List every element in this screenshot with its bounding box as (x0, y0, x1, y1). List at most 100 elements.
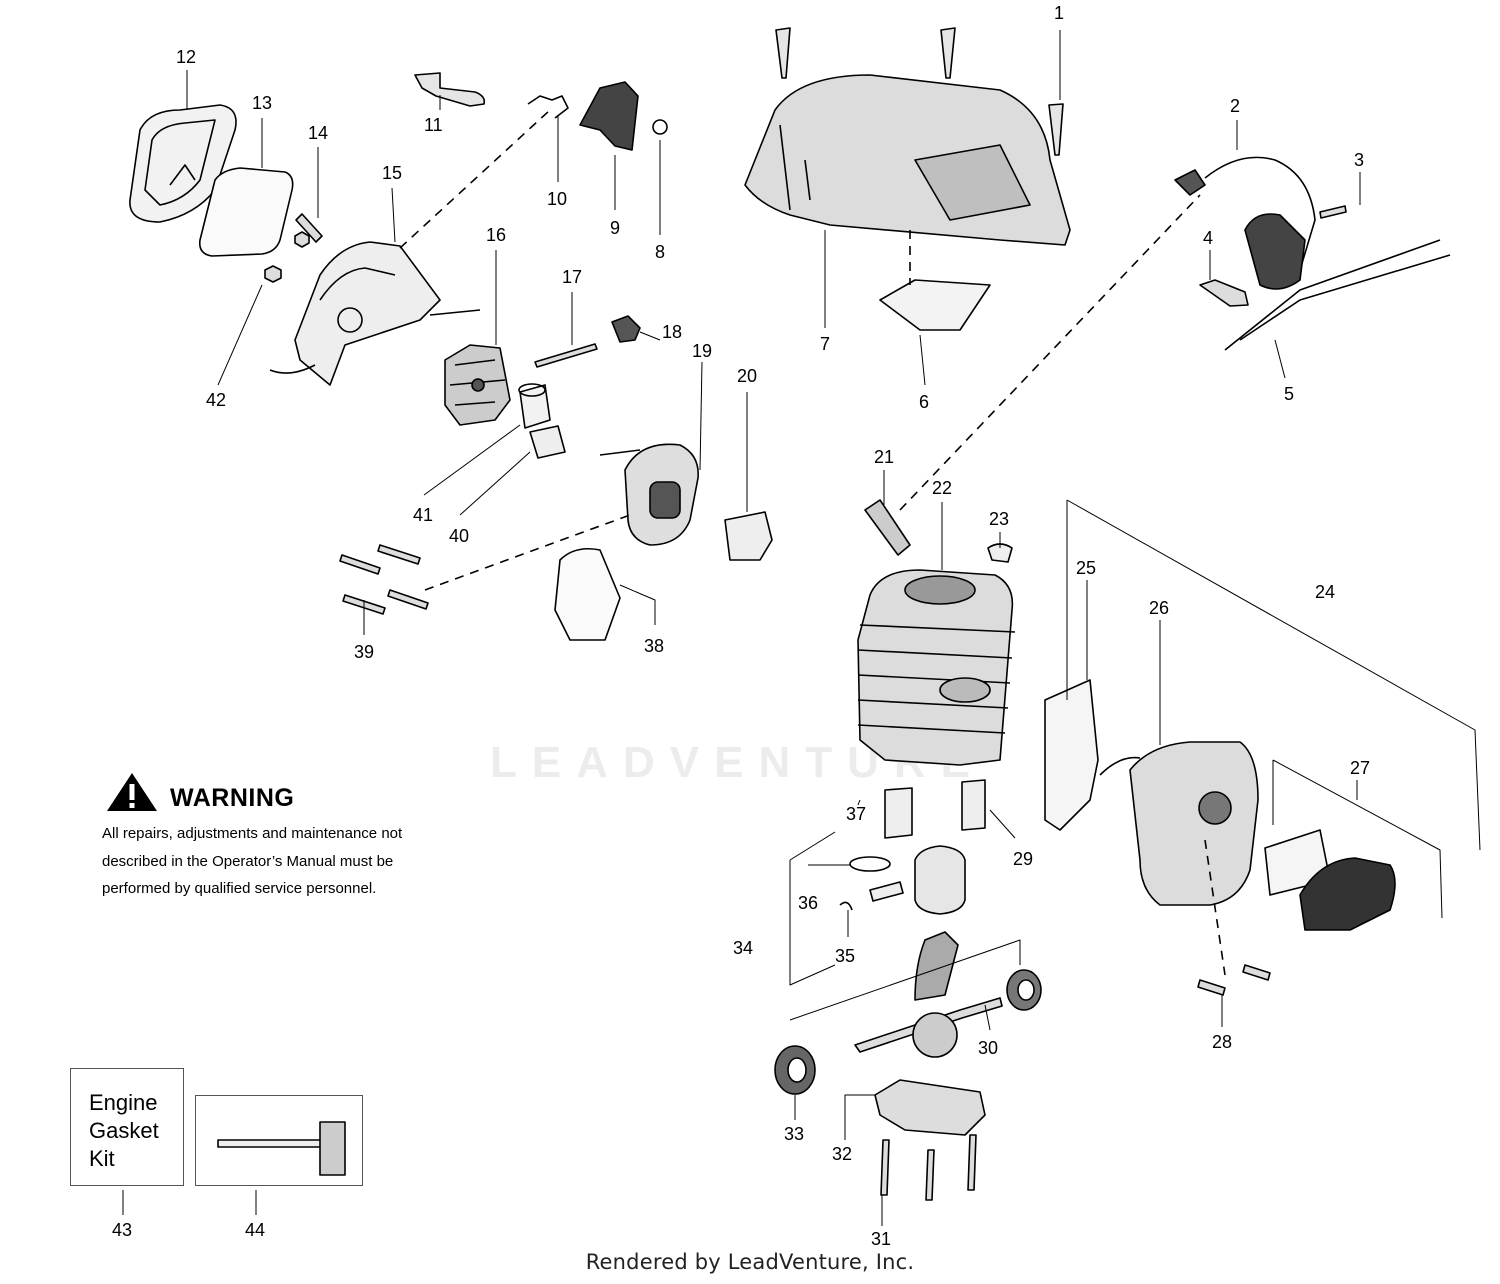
callout-42: 42 (206, 390, 226, 410)
callout-39: 39 (354, 642, 374, 662)
callout-20: 20 (737, 366, 757, 386)
callout-33: 33 (784, 1124, 804, 1144)
callout-43: 43 (112, 1220, 132, 1240)
nut-part-42b (294, 231, 310, 248)
callout-18: 18 (662, 322, 682, 342)
bracket-part-4 (1199, 279, 1249, 307)
carburetor-part-16 (444, 344, 511, 426)
callout-31: 31 (871, 1229, 891, 1249)
lever-part-11 (414, 72, 486, 107)
bearing-part-33 (774, 1045, 816, 1095)
warning-triangle-icon (107, 773, 157, 811)
callout-30: 30 (978, 1038, 998, 1058)
callout-37: 37 (846, 804, 866, 824)
callout-27: 27 (1350, 758, 1370, 778)
callout-34: 34 (733, 938, 753, 958)
callout-36: 36 (798, 893, 818, 913)
filter-plate-part-6 (879, 279, 991, 331)
spark-plug-part-21 (864, 499, 911, 556)
callout-2: 2 (1230, 96, 1240, 116)
footer-credit: Rendered by LeadVenture, Inc. (585, 1250, 915, 1274)
callout-12: 12 (176, 47, 196, 67)
callout-22: 22 (932, 478, 952, 498)
strip-part-37 (884, 787, 913, 839)
leader-lines (122, 30, 1481, 1226)
callout-4: 4 (1203, 228, 1213, 248)
connector-part-18 (611, 315, 641, 343)
callout-1: 1 (1054, 3, 1064, 23)
engine-gasket-kit-box: Engine Gasket Kit (70, 1068, 184, 1186)
cover-bolts-part-1 (775, 27, 1064, 156)
callout-35: 35 (835, 946, 855, 966)
muffler-part-26 (1099, 741, 1259, 906)
piston (914, 845, 966, 915)
callout-8: 8 (655, 242, 665, 262)
callout-9: 9 (610, 218, 620, 238)
callout-25: 25 (1076, 558, 1096, 578)
clip-part-8 (652, 119, 668, 135)
ring-gasket-part-38 (554, 547, 621, 641)
kit-line-1: Engine (89, 1090, 158, 1115)
callout-40: 40 (449, 526, 469, 546)
cover-plate-part-27 (1299, 857, 1396, 931)
callout-13: 13 (252, 93, 272, 113)
callout-21: 21 (874, 447, 894, 467)
callout-29: 29 (1013, 849, 1033, 869)
callout-10: 10 (547, 189, 567, 209)
clip-part-35 (839, 901, 853, 911)
intake-manifold-part-19 (599, 443, 699, 546)
warning-line-2: described in the Operator’s Manual must … (102, 852, 394, 870)
callout-3: 3 (1354, 150, 1364, 170)
air-filter-cover-part-12 (129, 104, 237, 223)
callout-11: 11 (424, 115, 443, 135)
callout-19: 19 (692, 341, 712, 361)
crankshaft-part-30 (854, 931, 1003, 1058)
piston-pin (869, 881, 904, 902)
callout-15: 15 (382, 163, 402, 183)
callout-5: 5 (1284, 384, 1294, 404)
callout-6: 6 (919, 392, 929, 412)
callout-44: 44 (245, 1220, 265, 1240)
callout-32: 32 (832, 1144, 852, 1164)
strip-part-29 (961, 779, 986, 831)
wire-harness-part-5 (1224, 239, 1451, 351)
ignition-coil-part-2 (1174, 156, 1316, 290)
air-filter-part-13 (198, 167, 294, 257)
choke-part-9 (579, 81, 639, 151)
warning-line-1: All repairs, adjustments and maintenance… (102, 825, 403, 842)
screw-part-3 (1319, 205, 1347, 219)
ring-part-36 (849, 856, 891, 872)
rod-part-17 (534, 343, 598, 368)
callout-7: 7 (820, 334, 830, 354)
callout-41: 41 (413, 505, 433, 525)
callout-24: 24 (1315, 582, 1335, 602)
bolts-part-39 (339, 544, 429, 615)
part-number-callouts: 1 2 3 4 5 6 7 8 9 10 11 12 13 14 15 16 1… (112, 3, 1370, 1249)
scrench-tool-part-44 (217, 1121, 346, 1176)
kit-line-3: Kit (89, 1146, 115, 1171)
callout-26: 26 (1149, 598, 1169, 618)
intake-base-part-15 (269, 241, 481, 386)
callout-38: 38 (644, 636, 664, 656)
bearing-right (1006, 969, 1042, 1011)
dashed-guides (399, 109, 1226, 976)
link-part-10 (527, 95, 569, 119)
spacer-part-41 (518, 383, 551, 429)
gasket-part-40 (529, 425, 566, 459)
bolts-part-31 (880, 1134, 977, 1201)
callout-16: 16 (486, 225, 506, 245)
callout-28: 28 (1212, 1032, 1232, 1052)
callout-17: 17 (562, 267, 582, 287)
muffler-gasket-part-25 (1044, 679, 1099, 831)
top-cover-part-7 (744, 74, 1071, 246)
warning-line-3: performed by qualified service personnel… (102, 880, 377, 897)
warning-title: WARNING (170, 784, 295, 812)
tool-box (195, 1095, 363, 1186)
nut-part-42 (264, 265, 282, 283)
warning-text: All repairs, adjustments and maintenance… (102, 820, 462, 903)
bolts-part-28 (1197, 964, 1271, 996)
plate-part-20 (724, 511, 773, 561)
kit-line-2: Gasket (89, 1118, 159, 1143)
clip-part-23 (987, 543, 1013, 563)
